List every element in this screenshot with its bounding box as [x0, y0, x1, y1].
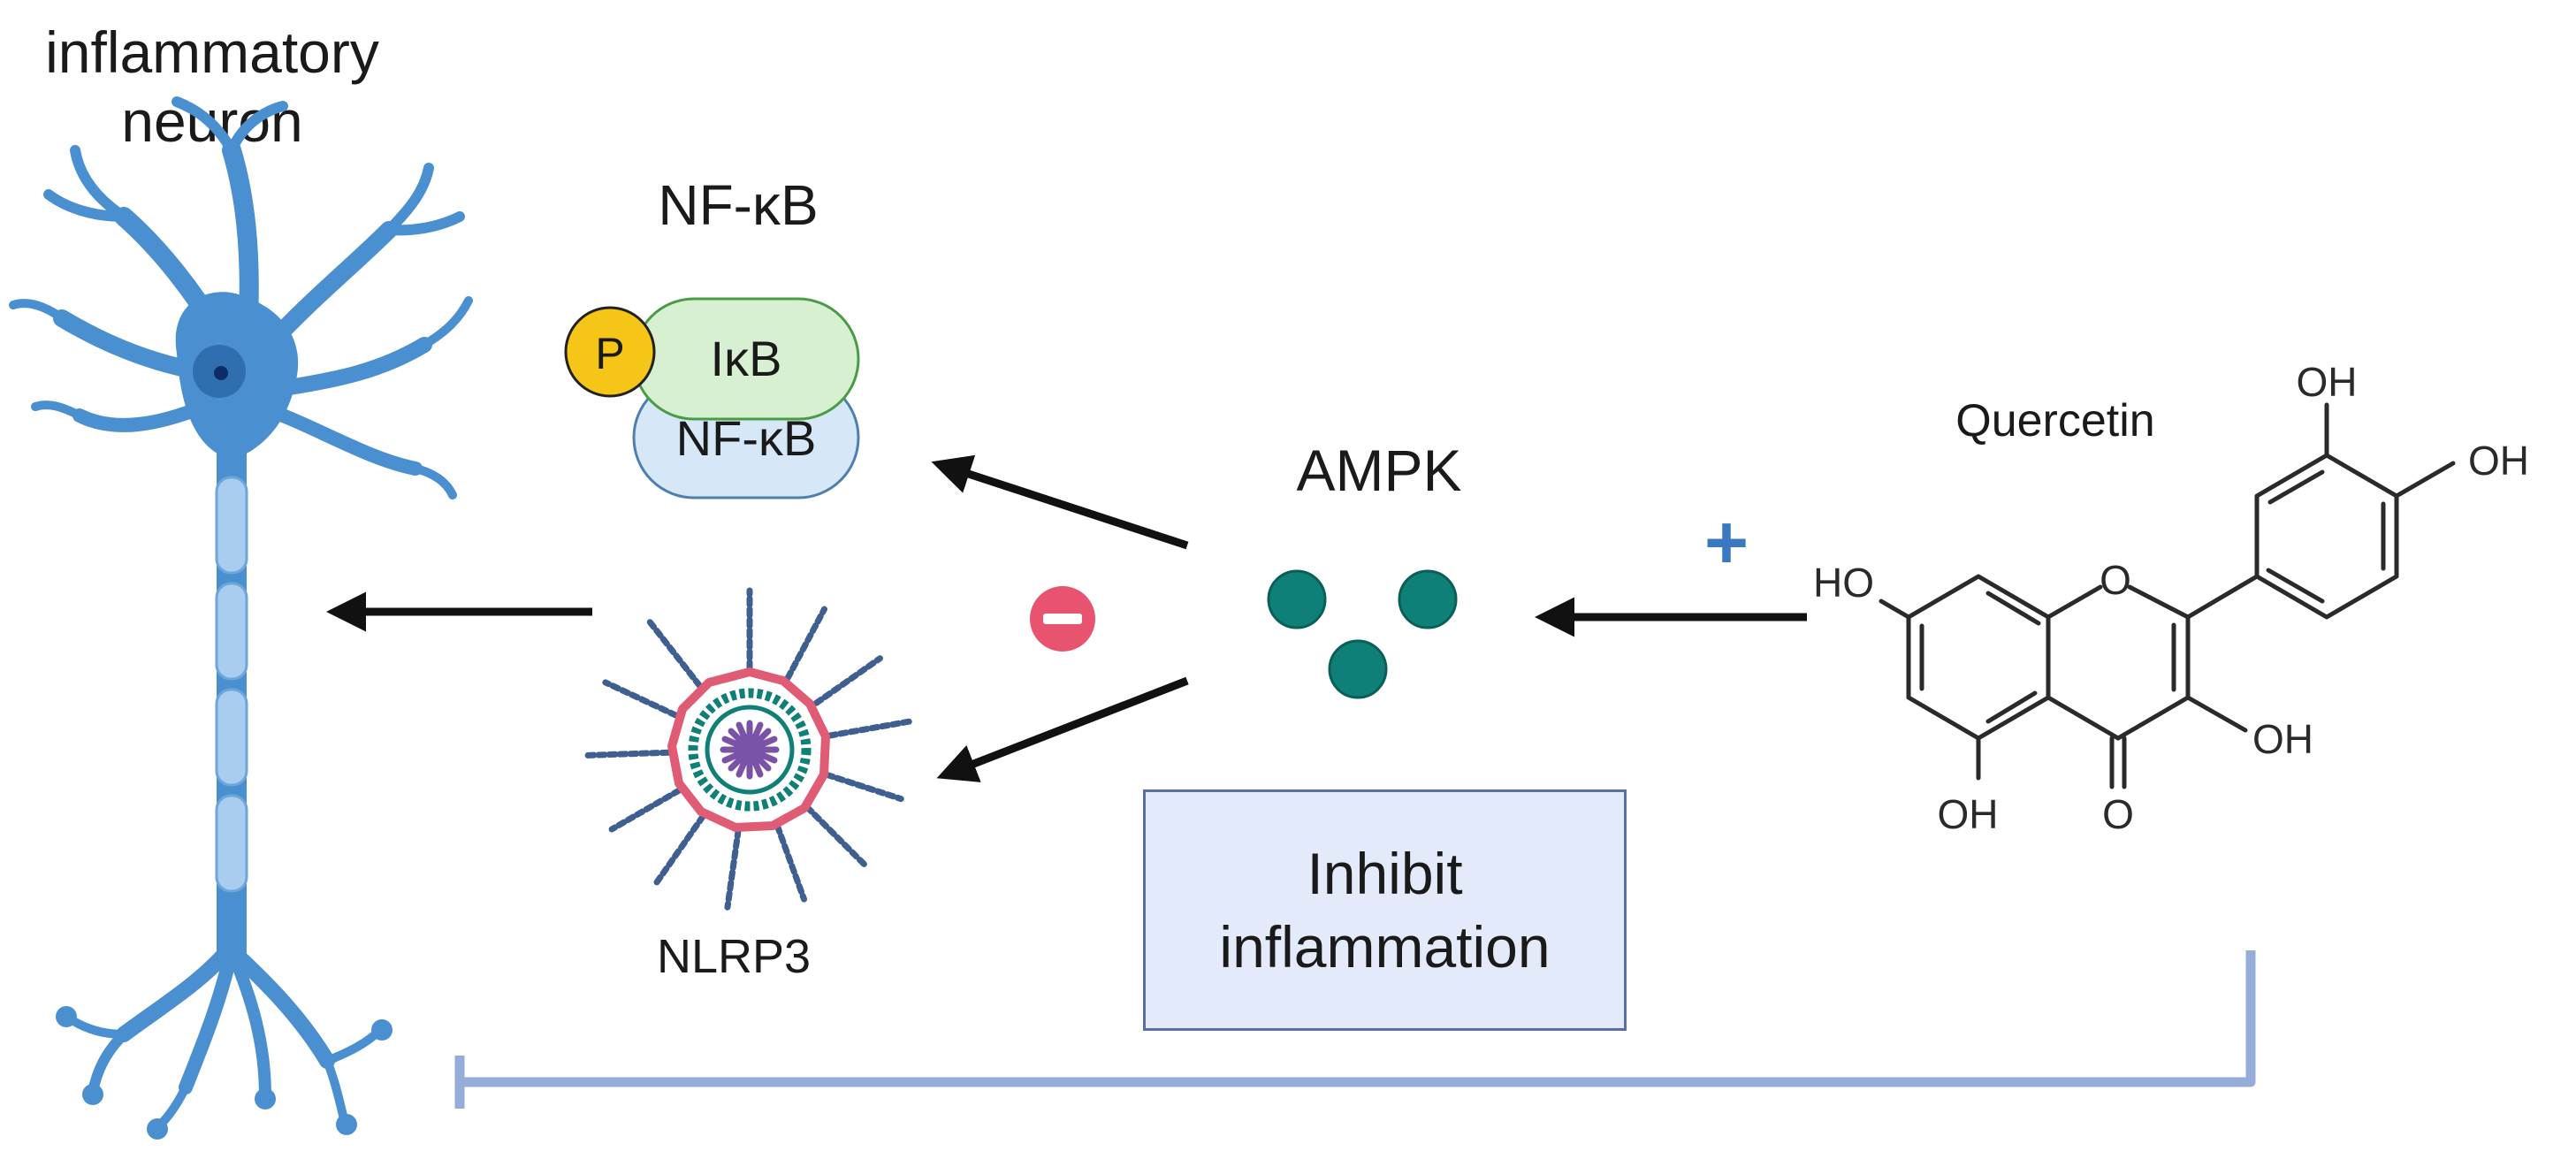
inhibition-line: [460, 950, 2256, 1087]
atom-label-oh-bottom: OH: [1938, 791, 1999, 837]
nlrp3-label: NLRP3: [657, 930, 811, 983]
atom-label-o-ring: O: [2100, 557, 2131, 603]
neuron-nucleolus: [214, 366, 228, 380]
atom-label-oh-mid: OH: [2252, 716, 2313, 762]
ampk-molecules-icon: [1267, 569, 1458, 699]
arrow-ampk-to-nlrp3: [936, 676, 1189, 782]
quercetin-label: Quercetin: [1955, 395, 2154, 446]
nfkb-title: NF-κB: [658, 173, 818, 237]
atom-label-ho-left: HO: [1813, 560, 1874, 606]
inhibit-inflammation-label: Inhibit inflammation: [1219, 841, 1551, 980]
atom-label-o-keto: O: [2102, 791, 2134, 837]
ampk-label: AMPK: [1296, 438, 1461, 503]
myelin-sheath: [215, 476, 248, 893]
quercetin-atom-labels: OH OH HO O OH OH O: [1813, 359, 2529, 837]
atom-label-oh-right: OH: [2468, 438, 2529, 484]
neuron-terminal-knobs: [56, 1006, 392, 1140]
minus-icon: [1030, 586, 1095, 652]
phosphate-icon: [564, 306, 656, 398]
atom-label-oh-top: OH: [2297, 359, 2358, 405]
arrow-ampk-to-nfkb: [931, 454, 1189, 550]
phosphate-label: P: [595, 329, 624, 378]
plus-sign: +: [1704, 500, 1749, 585]
ikb-protein-label: IκB: [711, 331, 782, 386]
inhibit-inflammation-box: Inhibit inflammation: [1143, 789, 1627, 1031]
neuron-label-line1: inflammatory: [45, 19, 379, 85]
nlrp3-inflammasome-icon: [583, 587, 914, 911]
quercetin-structure-icon: [1879, 402, 2456, 789]
